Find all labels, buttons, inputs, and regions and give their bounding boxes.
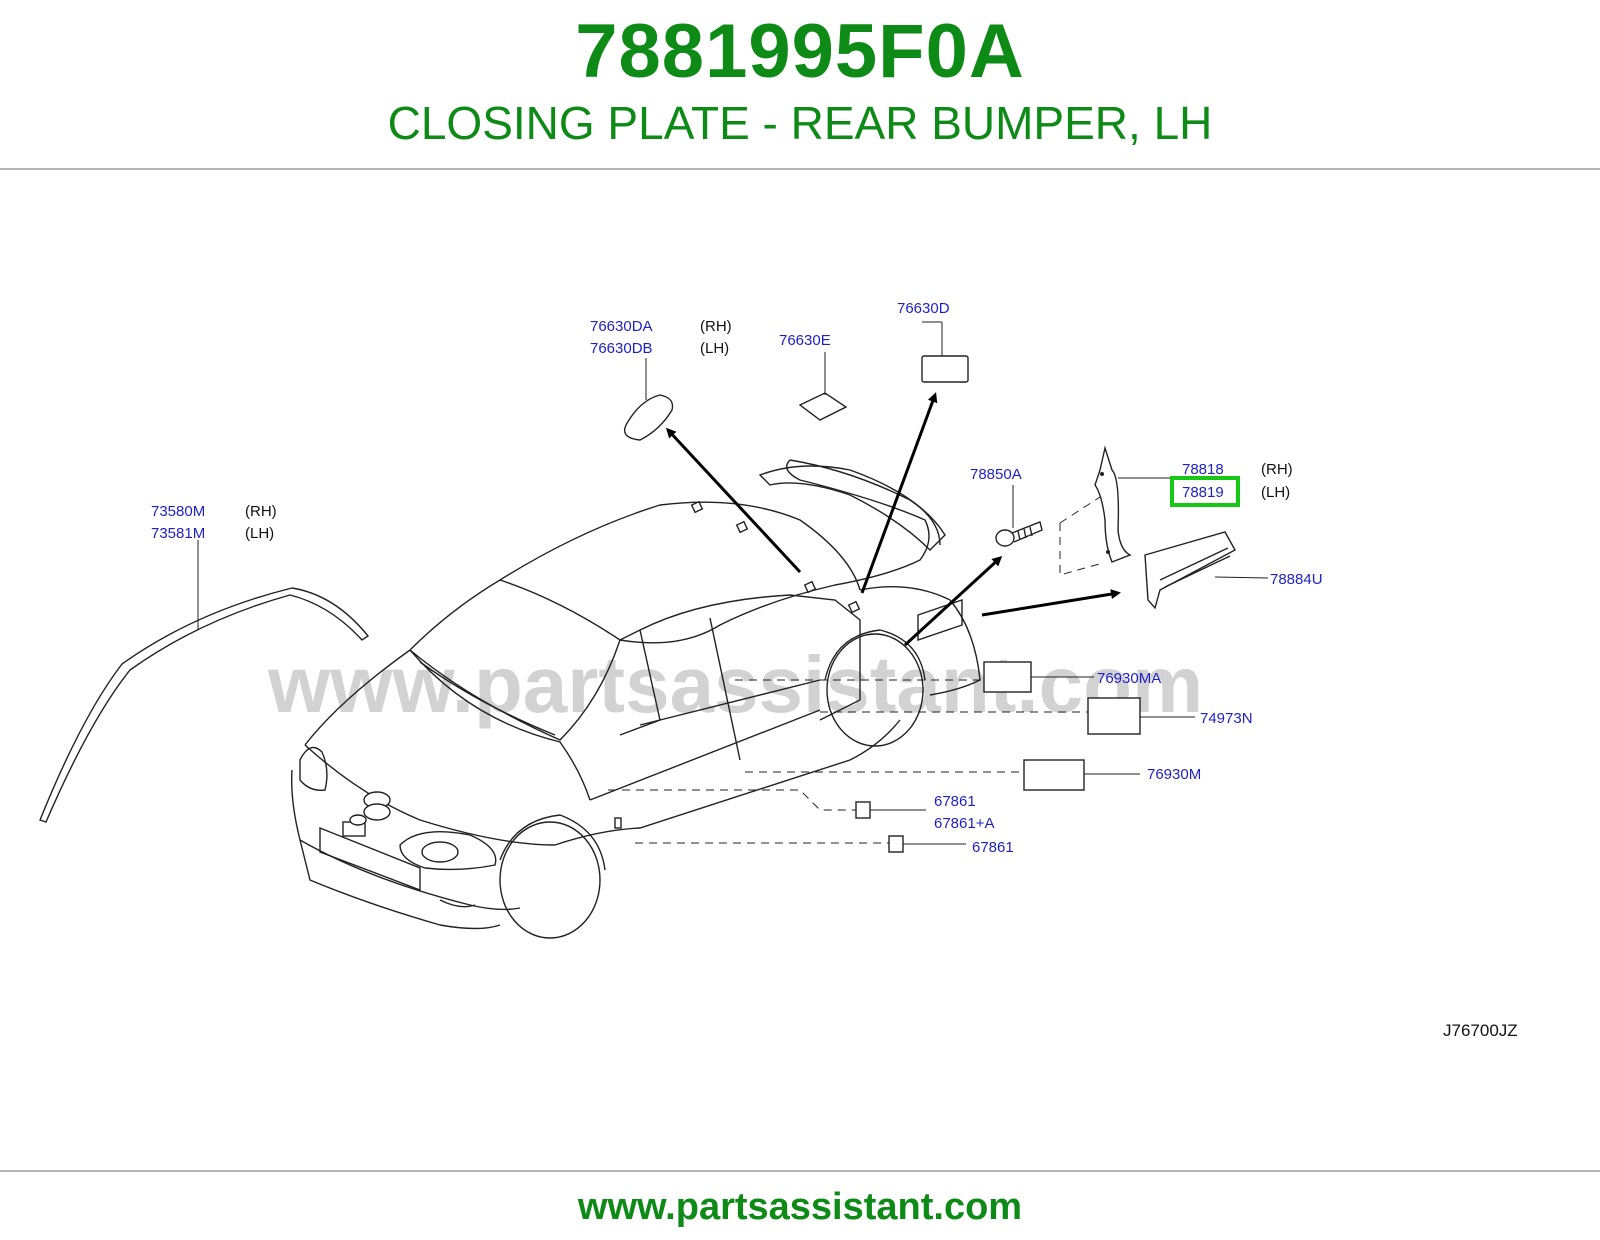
part-76630DA-fragment bbox=[623, 394, 674, 441]
side-73580M: (RH) bbox=[245, 503, 277, 520]
callout-76630E[interactable]: 76630E bbox=[779, 332, 831, 349]
callout-labels: 73580M (RH) 73581M (LH) 76630DA (RH) 766… bbox=[151, 300, 1323, 856]
watermark-text: www.partsassistant.com bbox=[267, 640, 1203, 729]
side-78819: (LH) bbox=[1261, 484, 1290, 501]
part-78819-closing-plate bbox=[1094, 445, 1132, 563]
part-78884U-vent-grille bbox=[1144, 531, 1236, 610]
callout-76630D[interactable]: 76630D bbox=[897, 300, 950, 317]
footer-divider bbox=[0, 1170, 1600, 1172]
side-78818: (RH) bbox=[1261, 461, 1293, 478]
callout-78819-highlighted[interactable]: 78819 bbox=[1182, 484, 1224, 501]
callout-76930MA[interactable]: 76930MA bbox=[1097, 670, 1161, 687]
diagram-reference-code: J76700JZ bbox=[1443, 1021, 1518, 1040]
callout-78884U[interactable]: 78884U bbox=[1270, 571, 1323, 588]
callout-76630DA[interactable]: 76630DA bbox=[590, 318, 653, 335]
leader-lines bbox=[197, 321, 1269, 845]
highlight-box-78819 bbox=[1170, 476, 1240, 507]
footer-website-link[interactable]: www.partsassistant.com bbox=[577, 1186, 1023, 1228]
car-illustration bbox=[291, 459, 981, 939]
callout-78850A[interactable]: 78850A bbox=[970, 466, 1022, 483]
page-header: 7881995F0A CLOSING PLATE - REAR BUMPER, … bbox=[0, 0, 1600, 170]
dashed-reference-lines bbox=[608, 496, 1104, 844]
callout-78818[interactable]: 78818 bbox=[1182, 461, 1224, 478]
callout-76630DB[interactable]: 76630DB bbox=[590, 340, 653, 357]
callout-67861-bottom[interactable]: 67861 bbox=[972, 839, 1014, 856]
roof-molding-part bbox=[39, 587, 370, 823]
callout-76930M[interactable]: 76930M bbox=[1147, 766, 1201, 783]
assembly-arrows bbox=[665, 392, 1121, 647]
callout-73581M[interactable]: 73581M bbox=[151, 525, 205, 542]
part-76630D-fragment bbox=[921, 355, 969, 383]
side-73581M: (LH) bbox=[245, 525, 274, 542]
header-divider bbox=[0, 168, 1600, 170]
part-78850A-screw bbox=[995, 521, 1043, 547]
side-76630DA: (RH) bbox=[700, 318, 732, 335]
callout-74973N[interactable]: 74973N bbox=[1200, 710, 1253, 727]
callout-73580M[interactable]: 73580M bbox=[151, 503, 205, 520]
part-74973N-label bbox=[1087, 697, 1141, 735]
part-76930MA-label bbox=[983, 661, 1032, 693]
part-76630E-fragment bbox=[798, 392, 848, 421]
part-number-title: 7881995F0A bbox=[575, 9, 1025, 94]
part-description: CLOSING PLATE - REAR BUMPER, LH bbox=[387, 97, 1213, 149]
part-76930M-label bbox=[1023, 759, 1085, 791]
callout-67861A[interactable]: 67861+A bbox=[934, 815, 994, 832]
side-76630DB: (LH) bbox=[700, 340, 729, 357]
callout-67861-top[interactable]: 67861 bbox=[934, 793, 976, 810]
